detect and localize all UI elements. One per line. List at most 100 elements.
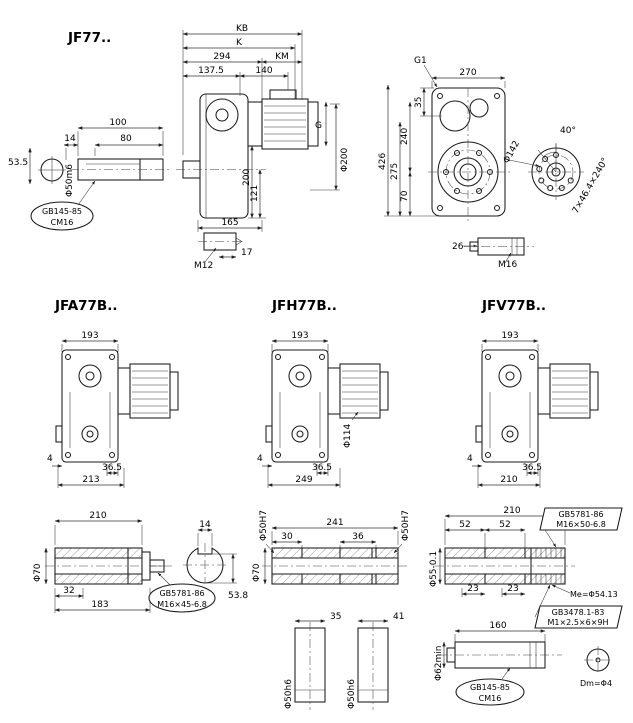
jfh77b-title: JFH77B.. xyxy=(271,298,337,314)
hollow-shaft-bolted-detail: 210 Φ70 32 183 GB5781-86 M16×45-6.8 xyxy=(33,511,216,613)
dim-80: 80 xyxy=(120,134,132,144)
output-shaft-end-detail: 17 M12 xyxy=(194,232,252,271)
dim-dia55: Φ55-0.1 xyxy=(429,551,439,587)
dim-dia70-bolted: Φ70 xyxy=(33,563,43,582)
dim-140: 140 xyxy=(255,66,272,76)
center-hole-std: GB145-85 xyxy=(42,207,82,216)
dim-160: 160 xyxy=(489,621,506,631)
dim-210-spline: 210 xyxy=(503,506,520,516)
bolt-flag-std: GB5781-86 xyxy=(558,510,603,519)
dim-36-5-a: 36.5 xyxy=(102,463,122,473)
jfa77b-section: JFA77B.. 193 4 36.5 213 xyxy=(47,298,179,488)
dim-4-v: 4 xyxy=(467,454,473,464)
dim-k: K xyxy=(236,38,243,48)
bore-dia-left: Φ50H7 xyxy=(259,510,269,541)
dim-14-key: 14 xyxy=(199,520,211,530)
spline-flag xyxy=(534,605,623,629)
center-hole-callout-2 xyxy=(455,678,525,706)
dim-53-5: 53.5 xyxy=(8,158,28,168)
dim-26: 26 xyxy=(452,242,464,252)
hollow-end-detail: 26 M16 xyxy=(452,237,534,270)
bolt-callout xyxy=(148,583,216,613)
jfv77b-title: JFV77B.. xyxy=(481,298,546,314)
dim-4-h: 4 xyxy=(257,454,263,464)
center-hole-std-2: GB145-85 xyxy=(470,683,510,692)
jfh77b-section: JFH77B.. 193 Φ114 4 36.5 xyxy=(257,298,389,488)
keyway-section-detail: 14 53.8 xyxy=(183,520,248,601)
dim-53-8: 53.8 xyxy=(228,591,248,601)
dim-36-5-h: 36.5 xyxy=(312,463,332,473)
center-hole-type-2: CM16 xyxy=(479,694,502,703)
jfv77b-section: JFV77B.. 193 4 36.5 210 xyxy=(467,298,599,488)
thread-m16-label: M16 xyxy=(498,260,517,270)
bolt-flag xyxy=(539,507,623,531)
dim-210-v: 210 xyxy=(500,475,517,485)
gearmotor-front-view: G1 270 xyxy=(378,56,510,222)
dim-35-end: 35 xyxy=(330,612,341,622)
dim-213: 213 xyxy=(82,475,99,485)
dim-32: 32 xyxy=(63,586,74,596)
bolt-flag-size: M16×50-6.8 xyxy=(556,520,606,529)
dim-52b: 52 xyxy=(499,520,510,530)
input-shaft-detail: 14 100 80 53.5 Φ50m6 GB145-85 CM16 xyxy=(8,118,172,231)
bolt-note-size: M16×45-6.8 xyxy=(157,600,207,609)
dim-52a: 52 xyxy=(459,520,470,530)
dim-183: 183 xyxy=(91,600,108,610)
measure-over-pins: Me=Φ54.13 xyxy=(570,590,618,599)
dim-30: 30 xyxy=(281,532,293,542)
dim-193-v: 193 xyxy=(501,331,518,341)
dim-14-input: 14 xyxy=(64,134,76,144)
dim-36-5-v: 36.5 xyxy=(522,463,542,473)
hole-pattern-note: 7×46.4×240° xyxy=(571,156,611,215)
dim-270: 270 xyxy=(459,68,476,78)
dim-dia114: Φ114 xyxy=(343,423,353,448)
dim-23b: 23 xyxy=(507,584,518,594)
spline-flag-spec: M1×2.5×6×9H xyxy=(547,618,608,627)
dim-17: 17 xyxy=(241,248,252,258)
jfa77b-title: JFA77B.. xyxy=(54,298,117,314)
pin-dia-label: Dm=Φ4 xyxy=(580,679,612,688)
dim-dia62min: Φ62min xyxy=(434,645,444,681)
dim-km: KM xyxy=(275,52,289,62)
center-hole-type: CM16 xyxy=(51,218,74,227)
dim-70: 70 xyxy=(400,190,410,202)
dim-35: 35 xyxy=(414,97,424,108)
dim-137-5: 137.5 xyxy=(198,66,224,76)
dim-193-h: 193 xyxy=(291,331,308,341)
dim-210-bolted: 210 xyxy=(89,511,106,521)
dim-41-end: 41 xyxy=(393,612,404,622)
thread-m12-label: M12 xyxy=(194,261,213,271)
gearmotor-side-view: KB K 294 KM 137.5 140 G Φ200 200 121 165 xyxy=(176,24,350,232)
dim-100: 100 xyxy=(109,118,126,128)
dim-36: 36 xyxy=(352,532,364,542)
dim-dia70-plain: Φ70 xyxy=(252,563,262,582)
jf77-title: JF77.. xyxy=(67,30,111,46)
hollow-shaft-plain-detail: Φ50H7 Φ50H7 241 30 36 Φ70 35 xyxy=(252,510,411,710)
dim-200: 200 xyxy=(242,169,252,186)
dim-294: 294 xyxy=(213,52,230,62)
center-hole-callout xyxy=(30,201,94,231)
bore-dia-right: Φ50H7 xyxy=(401,510,411,541)
flange-hole-detail: 40° Φ142 7×46.4×240° xyxy=(502,126,611,216)
dim-g1: G1 xyxy=(414,56,427,66)
spline-flag-std: GB3478.1-83 xyxy=(552,608,605,617)
dim-dia200: Φ200 xyxy=(340,147,350,172)
dim-249: 249 xyxy=(295,475,312,485)
dim-kb: KB xyxy=(236,24,248,34)
jf77-section: JF77.. 14 100 80 53.5 Φ50m6 GB145-85 xyxy=(8,24,611,271)
dim-426: 426 xyxy=(378,153,388,170)
dim-165: 165 xyxy=(221,218,238,228)
dim-g: G xyxy=(315,121,322,131)
end-dia-left: Φ50h6 xyxy=(284,679,294,709)
dim-240: 240 xyxy=(400,128,410,145)
dim-275: 275 xyxy=(390,163,400,180)
dim-4-a: 4 xyxy=(47,454,53,464)
dim-241: 241 xyxy=(326,518,343,528)
dim-40deg: 40° xyxy=(560,126,576,136)
spline-shaft-detail: 210 52 52 GB5781-86 M16×50-6.8 xyxy=(429,506,623,706)
end-dia-right: Φ50h6 xyxy=(347,679,357,709)
input-shaft-dia-label: Φ50m6 xyxy=(65,164,75,197)
dim-121: 121 xyxy=(250,185,260,202)
